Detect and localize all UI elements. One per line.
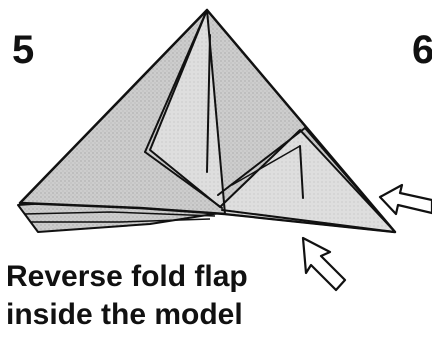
instruction-line-1: Reverse fold flap (6, 258, 306, 296)
push-arrow-icon (303, 238, 345, 290)
instruction-text: Reverse fold flap inside the model (6, 258, 306, 334)
instruction-line-2: inside the model (6, 296, 306, 334)
push-arrow-icon (380, 185, 432, 214)
